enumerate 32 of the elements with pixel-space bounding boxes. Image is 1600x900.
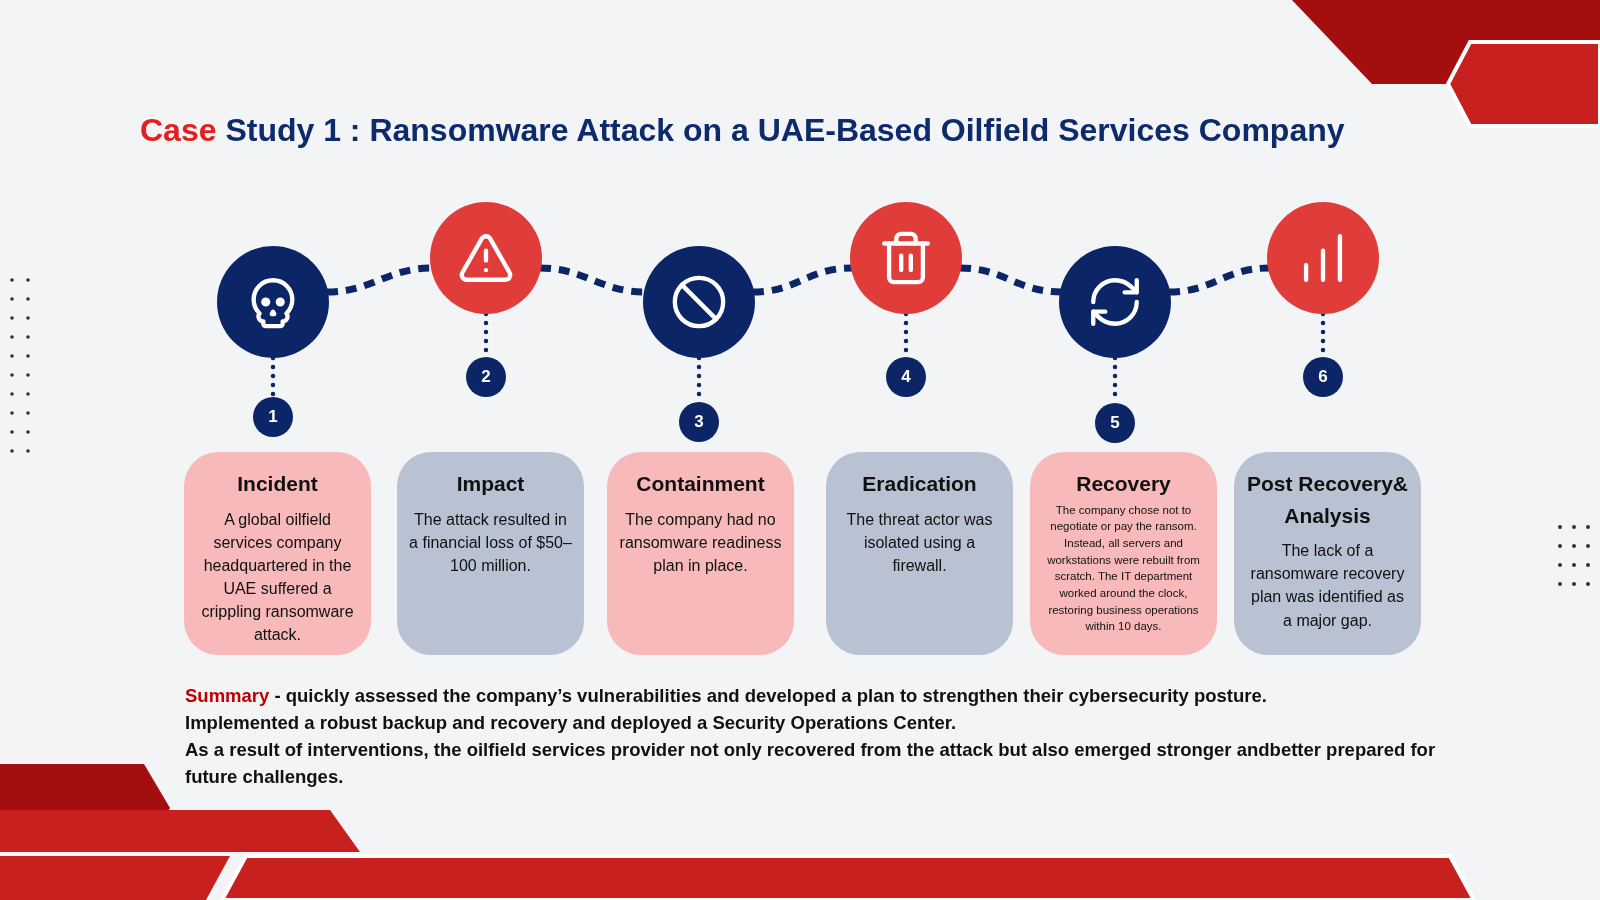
- dashed-connector: [1168, 264, 1270, 296]
- step-card: [1234, 452, 1421, 655]
- dashed-connector: [959, 264, 1062, 296]
- step-card: [607, 452, 794, 655]
- summary-text: As a result of interventions, the oilfield services provider not only recovered from the attack but also emerged stronger andbetter prepared for future challenges.: [185, 738, 1437, 789]
- dashed-connector: [752, 264, 853, 296]
- step-number: 6: [1303, 357, 1343, 397]
- summary-text: Implemented a robust backup and recovery and deployed a Security Operations Center.: [185, 711, 958, 735]
- summary-text: - quickly assessed the company’s vulnerabilities and developed a plan to strengthen their cybersecurity posture.: [274, 685, 1267, 706]
- card-heading: Containment: [636, 471, 765, 497]
- card-text: The company chose not to negotiate or pay the ransom. Instead, all servers and workstations were rebuilt from scratch. The IT department worked around the clock, restoring business operations within 10 days.: [1046, 502, 1201, 635]
- step-card: [184, 452, 371, 655]
- card-text: A global oilfield services company headquartered in the UAE suffered a crippling ransomware attack.: [200, 509, 355, 646]
- card-text: The threat actor was isolated using a firewall.: [845, 509, 994, 576]
- card-text: The lack of a ransomware recovery plan was identified as a major gap.: [1249, 541, 1406, 631]
- step-number: 3: [679, 402, 719, 442]
- step-number: 2: [466, 357, 506, 397]
- step-card: [1030, 452, 1217, 655]
- card-heading: Recovery: [1076, 471, 1171, 497]
- card-heading: Impact: [456, 471, 525, 497]
- card-text: The attack resulted in a financial loss of $50–100 million.: [409, 509, 572, 576]
- title: Case Study 1 : Ransomware Attack on a UAE-Based Oilfield Services Company: [140, 111, 1345, 150]
- card-text: The company had no ransomware readiness plan in place.: [619, 509, 782, 576]
- card-heading: Eradication: [862, 471, 977, 497]
- card-heading: Incident: [237, 471, 318, 497]
- step-card: [826, 452, 1013, 655]
- step-number: 5: [1095, 403, 1135, 443]
- step-number: 4: [886, 357, 926, 397]
- step-card: [397, 452, 584, 655]
- step-number: 1: [253, 397, 293, 437]
- summary-label: Summary: [185, 685, 270, 706]
- card-heading: Post Recovery& Analysis: [1246, 471, 1409, 529]
